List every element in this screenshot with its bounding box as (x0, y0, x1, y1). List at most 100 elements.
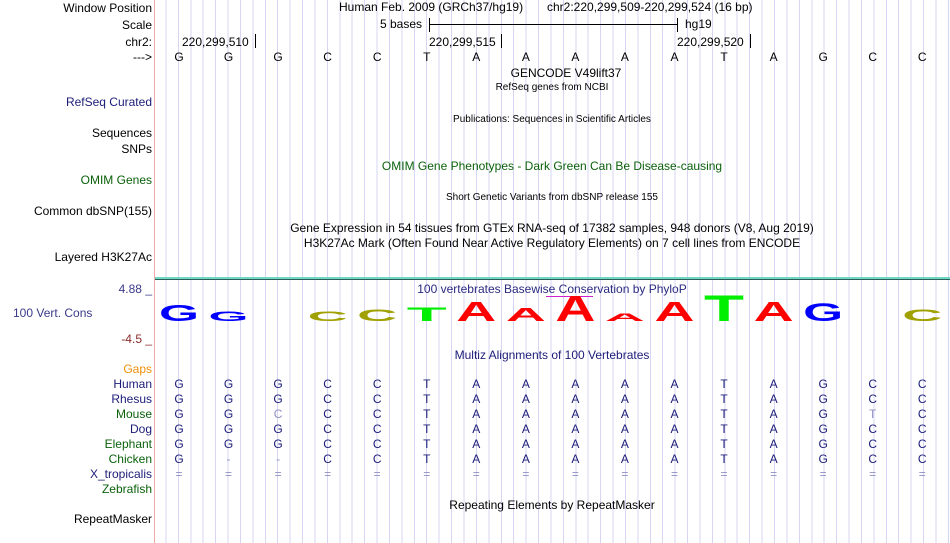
aligned-base: C (323, 422, 332, 436)
aligned-base: A (521, 377, 530, 391)
gtex-track-title[interactable]: Gene Expression in 54 tissues from GTEx … (290, 221, 814, 235)
species-label[interactable]: Human (113, 377, 152, 391)
aligned-base: A (571, 437, 580, 451)
species-label[interactable]: Mouse (115, 407, 152, 421)
base-letter: A (670, 50, 679, 64)
logo-letter-A: A (555, 288, 595, 329)
refseq-track-label[interactable]: RefSeq Curated (65, 95, 152, 109)
aligned-base: C (372, 377, 382, 391)
aligned-base: A (472, 422, 481, 436)
logo-letter-A: A (456, 296, 496, 327)
aligned-base: A (571, 407, 580, 421)
aligned-base: T (720, 452, 728, 466)
species-label[interactable]: Dog (129, 422, 152, 436)
sequences-track-label[interactable]: Sequences (91, 126, 152, 140)
aligned-base: G (174, 422, 184, 436)
aligned-base: A (769, 452, 778, 466)
scale-tick-right (677, 18, 678, 32)
aligned-base: C (868, 377, 878, 391)
h3k27ac-track-title[interactable]: H3K27Ac Mark (Often Found Near Active Re… (303, 236, 801, 250)
repeatmasker-track-title[interactable]: Repeating Elements by RepeatMasker (449, 498, 655, 512)
aligned-base: G (818, 422, 828, 436)
h3k27ac-track-label[interactable]: Layered H3K27Ac (54, 250, 152, 264)
aligned-base: A (521, 392, 530, 406)
logo-letter-G: G (209, 309, 249, 324)
aligned-base: A (620, 452, 629, 466)
aligned-base: C (323, 437, 332, 451)
repeatmasker-track-label[interactable]: RepeatMasker (73, 512, 152, 526)
aligned-base: T (423, 437, 431, 451)
species-label[interactable]: Elephant (104, 437, 152, 451)
aligned-base: G (273, 422, 283, 436)
aligned-base: A (472, 437, 481, 451)
logo-letter-T: T (407, 304, 447, 326)
base-letter: C (323, 50, 332, 64)
aligned-base: G (174, 377, 184, 391)
aligned-base: = (720, 467, 728, 481)
aligned-base: A (571, 422, 580, 436)
aligned-base: G (273, 392, 283, 406)
aligned-base: G (223, 377, 234, 391)
aligned-base: T (423, 392, 431, 406)
multiz-track-title[interactable]: Multiz Alignments of 100 Vertebrates (454, 348, 650, 362)
aligned-base: T (423, 407, 431, 421)
aligned-base: A (472, 392, 481, 406)
aligned-base: A (769, 422, 778, 436)
base-letter: G (273, 50, 283, 64)
logo-letter-C: C (902, 307, 942, 325)
position-text: chr2:220,299,509-220,299,524 (16 bp) (547, 0, 753, 14)
refseq-track-title[interactable]: RefSeq genes from NCBI (495, 82, 609, 93)
aligned-base: C (273, 407, 283, 421)
chrom-label: chr2: (125, 35, 152, 49)
base-letter: C (917, 50, 927, 64)
aligned-base: - (226, 452, 231, 466)
aligned-base: T (720, 392, 728, 406)
gencode-track-title[interactable]: GENCODE V49lift37 (510, 66, 622, 80)
aligned-base: A (670, 437, 679, 451)
aligned-base: T (423, 452, 431, 466)
coord-label: 220,299,510 (182, 35, 249, 49)
logo-letter-G: G (803, 300, 843, 327)
cons-max-label: 4.88 _ (118, 282, 152, 296)
aligned-base: T (720, 437, 728, 451)
aligned-base: G (273, 437, 283, 451)
aligned-base: A (521, 407, 530, 421)
scale-bar (429, 24, 677, 25)
aligned-base: A (571, 392, 580, 406)
species-label[interactable]: Chicken (108, 452, 152, 466)
publications-track-title[interactable]: Publications: Sequences in Scientific Ar… (453, 114, 651, 125)
aligned-base: C (323, 377, 332, 391)
cons-track-label[interactable]: 100 Vert. Cons (13, 306, 93, 320)
cons-track-title[interactable]: 100 vertebrates Basewise Conservation by… (417, 282, 687, 296)
aligned-base: T (869, 407, 877, 421)
aligned-base: G (273, 377, 283, 391)
base-letter: A (620, 50, 629, 64)
assembly-title: Human Feb. 2009 (GRCh37/hg19) (339, 0, 524, 14)
aligned-base: A (620, 407, 629, 421)
species-label[interactable]: X_tropicalis (89, 467, 152, 481)
species-label[interactable]: Zebrafish (101, 482, 152, 496)
aligned-base: A (769, 407, 778, 421)
aligned-base: C (868, 452, 878, 466)
aligned-base: A (571, 452, 580, 466)
aligned-base: G (174, 437, 184, 451)
window-position-label: Window Position (63, 1, 152, 15)
base-grid (155, 0, 950, 543)
base-letter: G (223, 50, 234, 64)
omim-track-label[interactable]: OMIM Genes (80, 173, 152, 187)
aligned-base: C (372, 407, 382, 421)
species-label[interactable]: Rhesus (111, 392, 152, 406)
aligned-base: A (521, 452, 530, 466)
aligned-base: = (819, 467, 827, 481)
aligned-base: T (423, 377, 431, 391)
dbsnp-track-label[interactable]: Common dbSNP(155) (33, 204, 152, 218)
omim-track-title[interactable]: OMIM Gene Phenotypes - Dark Green Can Be… (381, 159, 723, 173)
logo-letter-T: T (704, 287, 744, 329)
aligned-base: = (670, 467, 679, 481)
snps-track-label[interactable]: SNPs (121, 142, 152, 156)
aligned-base: A (670, 392, 679, 406)
strand-label: ---> (133, 50, 152, 64)
dbsnp-track-title[interactable]: Short Genetic Variants from dbSNP releas… (446, 192, 658, 203)
